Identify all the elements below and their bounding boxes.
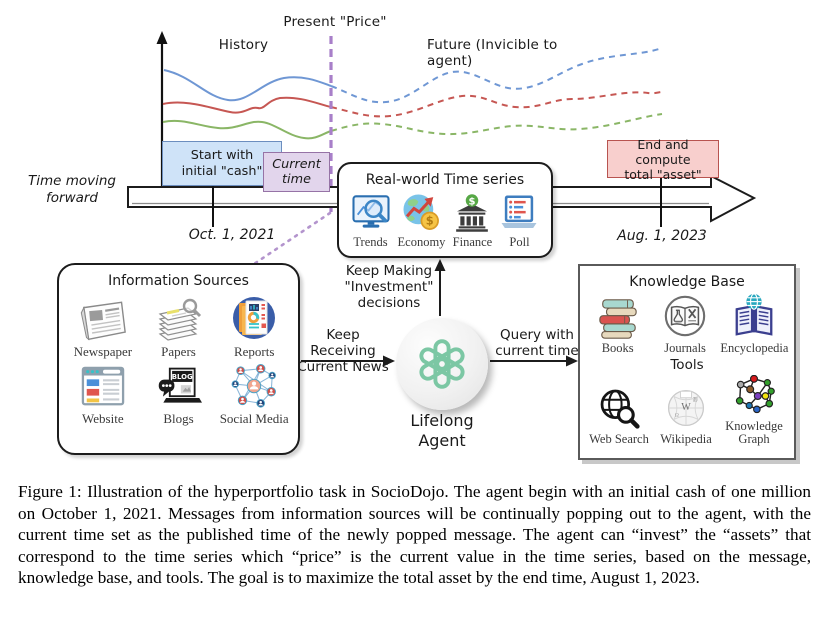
knowledge-base-title: Knowledge Base — [629, 274, 745, 290]
trends-icon — [351, 195, 390, 228]
tool-item-wikipedia: W Ω あ Wikipedia — [654, 386, 718, 446]
query-arrowhead-icon — [566, 355, 578, 367]
tool-item-label: Knowledge Graph — [725, 419, 783, 447]
reports-icon — [233, 297, 276, 339]
info-item-label: Blogs — [163, 410, 194, 426]
timeseries-box: Real-world Time series Trends — [337, 162, 553, 258]
kb-item-journals: Journals — [651, 293, 718, 355]
info-item-label: Reports — [233, 344, 275, 359]
timeseries-item-label: Trends — [353, 235, 388, 249]
timeseries-item-finance: $ Finance — [452, 193, 492, 249]
start-cash-box: Start with initial "cash" — [162, 141, 282, 186]
red-series-history-line — [162, 96, 332, 114]
info-item-social-media: Social Media — [216, 363, 292, 426]
svg-text:あ: あ — [692, 397, 698, 404]
info-item-papers: Papers — [141, 298, 217, 359]
lifelong-agent-label: Lifelong Agent — [410, 411, 474, 450]
encyclopedia-icon — [735, 293, 773, 336]
kb-item-encyclopedia: Encyclopedia — [719, 293, 790, 355]
website-icon — [81, 366, 125, 406]
blogs-icon: BLOG — [158, 367, 202, 403]
current-time-box: Current time — [263, 152, 330, 192]
info-item-label: Social Media — [219, 410, 289, 426]
timeseries-box-title: Real-world Time series — [365, 172, 525, 188]
timeseries-item-economy: $ Economy — [397, 191, 446, 249]
poll-icon — [501, 195, 537, 228]
info-item-newspaper: Newspaper — [65, 298, 141, 359]
wikipedia-icon: W Ω あ — [667, 390, 705, 427]
timeseries-item-label: Finance — [452, 235, 493, 249]
receive-arrow-label: Keep Receiving Current News — [297, 327, 389, 375]
receive-arrowhead-icon — [383, 355, 395, 367]
end-asset-box: End and compute total "asset" — [607, 137, 719, 182]
present-price-label: Present "Price" — [283, 14, 387, 30]
social-media-icon — [231, 363, 277, 408]
web-search-icon — [600, 389, 640, 429]
figure-caption: Figure 1: Illustration of the hyperportf… — [18, 482, 811, 587]
invest-arrow-label: Keep Making "Investment" decisions — [344, 263, 434, 311]
svg-text:$: $ — [426, 214, 434, 228]
kb-item-label: Books — [601, 341, 634, 355]
svg-text:W: W — [681, 402, 691, 413]
info-item-blogs: BLOG Blogs — [141, 365, 217, 426]
info-item-reports: Reports — [216, 294, 292, 359]
history-label: History — [218, 37, 269, 53]
kb-item-label: Encyclopedia — [720, 341, 789, 355]
information-sources-title: Information Sources — [108, 273, 249, 289]
start-date-label: Oct. 1, 2021 — [188, 227, 276, 243]
kb-item-label: Journals — [664, 341, 706, 355]
red-series-future-line — [330, 91, 663, 118]
future-label: Future (Invicible to agent) — [427, 37, 558, 69]
svg-text:BLOG: BLOG — [171, 373, 192, 381]
openai-logo-icon — [419, 339, 465, 389]
newspaper-icon — [80, 301, 126, 341]
info-item-label: Website — [82, 410, 124, 426]
economy-icon: $ — [403, 194, 440, 230]
timeseries-item-trends: Trends — [351, 193, 391, 249]
timeseries-item-poll: Poll — [499, 193, 539, 249]
tool-item-label: Wikipedia — [660, 432, 712, 447]
info-item-website: Website — [65, 365, 141, 426]
query-arrow-label: Query with current time — [495, 327, 579, 359]
time-moving-forward-label: Time moving forward — [27, 173, 117, 206]
info-item-label: Newspaper — [73, 344, 133, 359]
end-date-label: Aug. 1, 2023 — [617, 228, 707, 244]
blue-series-history-line — [163, 69, 332, 102]
blue-series-future-line — [330, 47, 663, 104]
tool-item-web-search: Web Search — [584, 386, 654, 446]
knowledge-base-box: Knowledge Base Books — [578, 264, 796, 460]
svg-text:Ω: Ω — [675, 413, 679, 419]
green-series-history-line — [162, 119, 332, 140]
timeseries-item-label: Economy — [397, 235, 446, 249]
finance-icon: $ — [456, 194, 489, 232]
kb-item-books: Books — [584, 297, 651, 355]
lifelong-agent-avatar — [396, 318, 488, 410]
info-item-label: Papers — [161, 344, 196, 359]
tool-item-knowledge-graph: Knowledge Graph — [718, 375, 790, 446]
tools-subtitle: Tools — [670, 357, 704, 374]
papers-icon — [158, 298, 201, 341]
present-to-sources-dotted-line — [249, 211, 332, 268]
invest-arrowhead-icon — [434, 259, 446, 271]
timeseries-item-label: Poll — [509, 235, 530, 249]
books-icon — [598, 299, 637, 339]
journals-icon — [664, 295, 706, 337]
y-axis-arrowhead-icon — [156, 31, 168, 44]
svg-text:$: $ — [469, 196, 476, 207]
knowledge-graph-icon — [735, 375, 775, 414]
tool-item-label: Web Search — [589, 432, 649, 447]
green-series-future-line — [330, 113, 663, 136]
information-sources-box: Information Sources New — [57, 263, 300, 455]
